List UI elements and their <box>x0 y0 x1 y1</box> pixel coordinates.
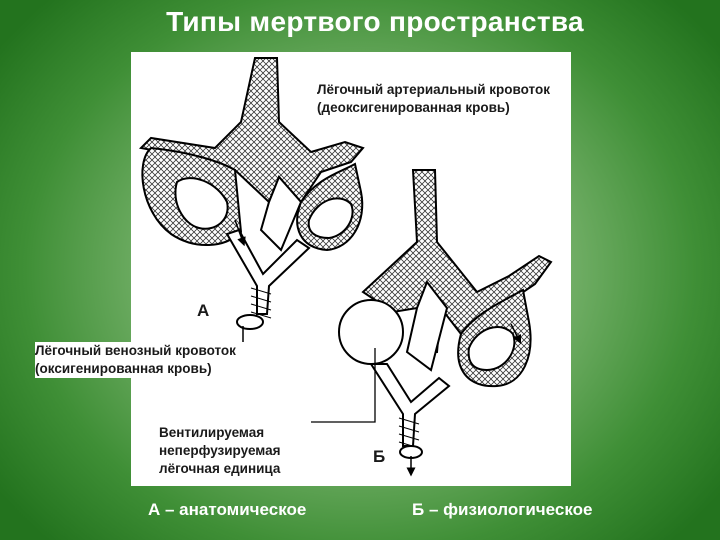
letter-b: Б <box>373 447 386 466</box>
unit-a <box>138 57 365 357</box>
arterial-label: Лёгочный артериальный кровоток (деоксиге… <box>317 81 567 117</box>
unit-label-line1: Вентилируемая <box>159 425 265 440</box>
letter-a: А <box>197 301 210 320</box>
leader-line <box>311 348 376 423</box>
venous-label: Лёгочный венозный кровоток (оксигенирова… <box>35 342 315 378</box>
venous-label-line2: (оксигенированная кровь) <box>35 361 212 376</box>
diagram-panel: Лёгочный артериальный кровоток (деоксиге… <box>35 52 571 486</box>
unit-label: Вентилируемая неперфузируемая лёгочная е… <box>159 424 329 478</box>
alveoli-diagram <box>138 57 553 477</box>
unit-b <box>338 169 553 477</box>
arterial-label-line1: Лёгочный артериальный кровоток <box>317 82 550 97</box>
slide-title: Типы мертвого пространства <box>166 6 584 37</box>
caption-anatomical: А – анатомическое <box>148 500 307 519</box>
unit-label-line2: неперфузируемая <box>159 443 281 458</box>
unit-label-line3: лёгочная единица <box>159 461 281 476</box>
caption-physiological: Б – физиологическое <box>412 500 593 519</box>
venous-label-line1: Лёгочный венозный кровоток <box>35 343 236 358</box>
arterial-label-line2: (деоксигенированная кровь) <box>317 100 510 115</box>
